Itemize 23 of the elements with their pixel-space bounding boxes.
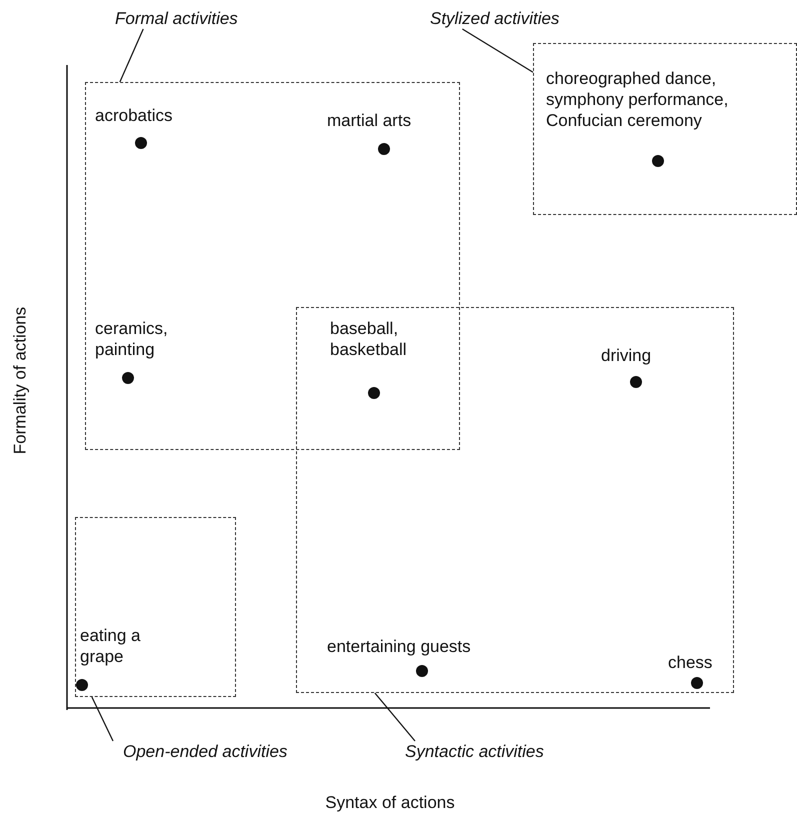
point-label: driving [601,345,652,366]
point-label: entertaining guests [327,636,471,657]
point-label: choreographed dance, symphony performance, Confucian ceremony [546,68,730,131]
leader-line [374,692,416,742]
point-label: martial arts [327,110,412,131]
leader-line [462,28,534,73]
axis-title: Syntax of actions [324,792,456,813]
point-label: chess [668,652,712,673]
point-label: ceramics, painting [95,318,169,360]
point-label: eating a grape [80,625,142,667]
region-box [533,43,797,215]
region-box [296,307,734,693]
region-title: Open-ended activities [123,741,288,762]
region-box [85,82,460,450]
point-label: acrobatics [95,105,172,126]
point-label: baseball, basketball [330,318,408,360]
region-title: Stylized activities [430,8,560,29]
leader-line [119,28,144,82]
region-title: Formal activities [115,8,238,29]
region-box [75,517,236,697]
leader-line [91,696,114,742]
axis-title: Formality of actions [10,306,30,456]
region-title: Syntactic activities [405,741,544,762]
